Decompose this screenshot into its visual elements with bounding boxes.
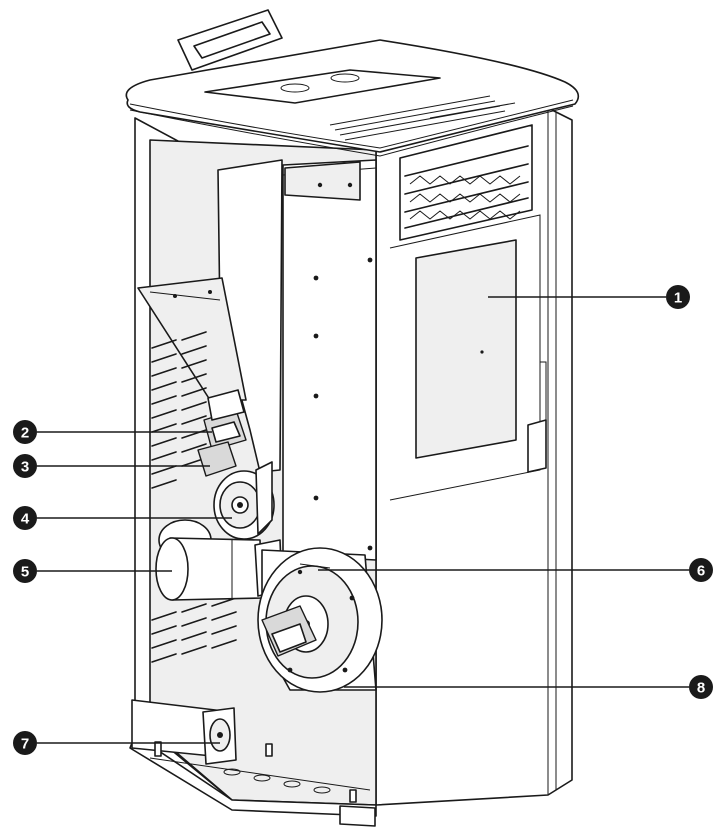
callout-3: 3 bbox=[13, 454, 37, 478]
room-fan-motor bbox=[213, 461, 275, 540]
callout-4-label: 4 bbox=[21, 511, 30, 528]
callout-6-label: 6 bbox=[697, 563, 705, 580]
combustion-fan bbox=[257, 547, 383, 693]
callout-8-label: 8 bbox=[697, 680, 705, 697]
callout-7: 7 bbox=[13, 731, 37, 755]
callout-5-label: 5 bbox=[21, 564, 29, 581]
callout-7-label: 7 bbox=[21, 736, 29, 753]
callout-2-label: 2 bbox=[21, 425, 29, 442]
door-glass-panel bbox=[389, 214, 547, 501]
pellet-chute bbox=[137, 159, 283, 473]
callout-2: 2 bbox=[13, 420, 37, 444]
callout-1-label: 1 bbox=[674, 290, 682, 307]
central-duct bbox=[282, 159, 377, 561]
callout-5: 5 bbox=[13, 559, 37, 583]
carry-handle bbox=[177, 9, 283, 71]
leader-lines bbox=[37, 296, 689, 744]
front-grille bbox=[399, 124, 533, 241]
auger-motor-assembly bbox=[197, 389, 247, 477]
callout-6: 6 bbox=[689, 558, 713, 582]
callout-8: 8 bbox=[689, 675, 713, 699]
callout-4: 4 bbox=[13, 506, 37, 530]
callout-3-label: 3 bbox=[21, 459, 29, 476]
top-lid bbox=[125, 39, 580, 157]
rear-vent-slots bbox=[151, 331, 237, 663]
callout-1: 1 bbox=[666, 285, 690, 309]
